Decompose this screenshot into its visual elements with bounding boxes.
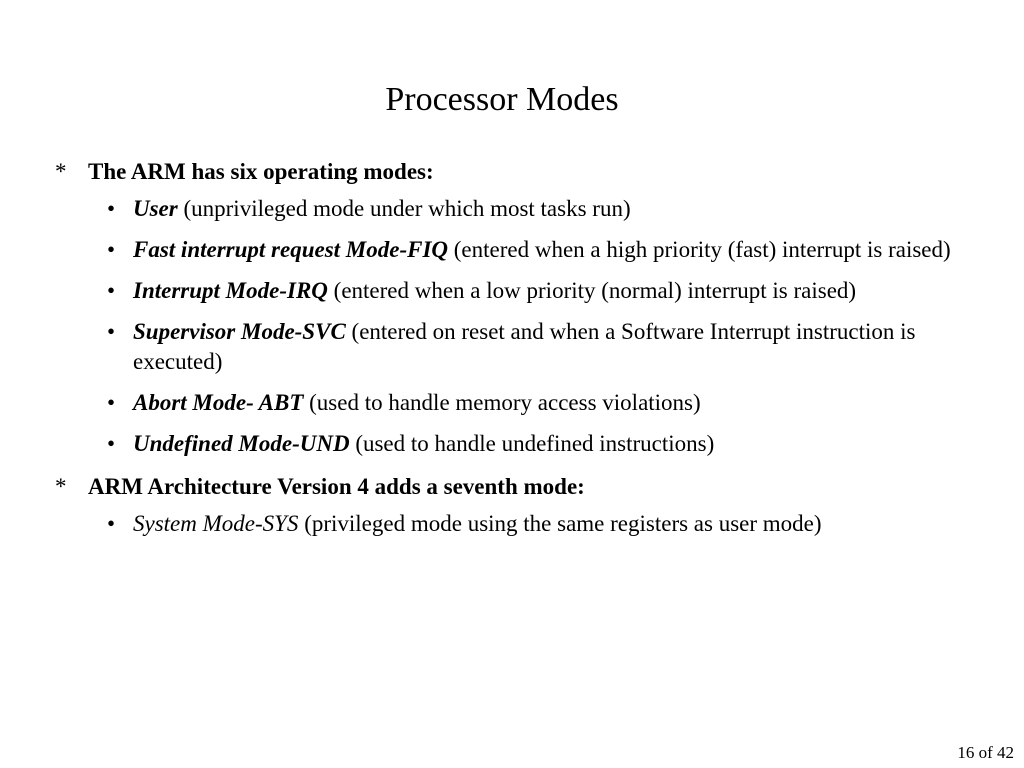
slide-content: * The ARM has six operating modes: • Use…: [0, 155, 1024, 550]
list-item-irq-mode: • Interrupt Mode-IRQ (entered when a low…: [107, 276, 963, 306]
mode-name: Undefined Mode-UND: [133, 431, 350, 456]
section-heading-text: ARM Architecture Version 4 adds a sevent…: [88, 474, 585, 499]
mode-description: (privileged mode using the same register…: [298, 511, 822, 536]
list-item-user-mode: • User (unprivileged mode under which mo…: [107, 194, 963, 224]
bullet-dot: •: [107, 237, 116, 262]
page-number: 16 of 42: [957, 743, 1014, 762]
mode-name: System Mode-SYS: [133, 511, 299, 536]
asterisk-bullet: *: [55, 474, 67, 499]
list-item-sys-mode: • System Mode-SYS (privileged mode using…: [107, 509, 963, 539]
list-item-und-mode: • Undefined Mode-UND (used to handle und…: [107, 429, 963, 459]
list-item-fiq-mode: • Fast interrupt request Mode-FIQ (enter…: [107, 235, 963, 265]
mode-list-six-modes: • User (unprivileged mode under which mo…: [0, 194, 1024, 459]
section-heading-seventh-mode: * ARM Architecture Version 4 adds a seve…: [55, 470, 968, 504]
list-item-svc-mode: • Supervisor Mode-SVC (entered on reset …: [107, 317, 963, 377]
bullet-dot: •: [107, 196, 116, 221]
bullet-dot: •: [107, 319, 116, 344]
bullet-dot: •: [107, 278, 116, 303]
list-item-abt-mode: • Abort Mode- ABT (used to handle memory…: [107, 388, 963, 418]
bullet-dot: •: [107, 390, 116, 415]
mode-description: (used to handle memory access violations…: [303, 390, 701, 415]
mode-name: Supervisor Mode-SVC: [133, 319, 346, 344]
section-heading-text: The ARM has six operating modes:: [88, 159, 434, 184]
mode-description: (unprivileged mode under which most task…: [177, 196, 631, 221]
mode-description: (entered on reset and when a Software In…: [133, 319, 916, 374]
mode-name: Fast interrupt request Mode-FIQ: [133, 237, 449, 262]
bullet-dot: •: [107, 431, 116, 456]
mode-list-seventh-mode: • System Mode-SYS (privileged mode using…: [0, 509, 1024, 539]
asterisk-bullet: *: [55, 159, 67, 184]
section-heading-six-modes: * The ARM has six operating modes:: [55, 155, 968, 189]
bullet-dot: •: [107, 511, 116, 536]
mode-description: (entered when a low priority (normal) in…: [327, 278, 857, 303]
mode-description: (used to handle undefined instructions): [349, 431, 715, 456]
mode-description: (entered when a high priority (fast) int…: [448, 237, 951, 262]
mode-name: Interrupt Mode-IRQ: [133, 278, 328, 303]
mode-name: User: [133, 196, 178, 221]
mode-name: Abort Mode- ABT: [133, 390, 304, 415]
slide-title: Processor Modes: [385, 81, 619, 118]
